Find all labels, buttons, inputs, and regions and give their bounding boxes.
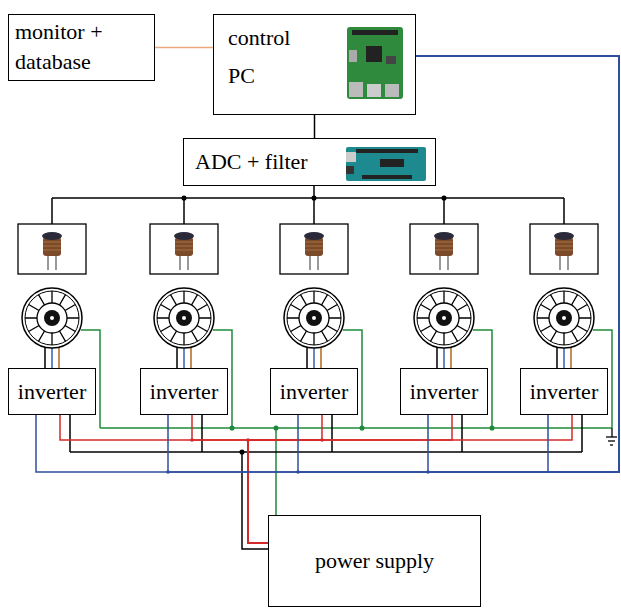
ground-symbol [606, 428, 617, 445]
supply-wire [60, 415, 268, 543]
junction-dot [426, 470, 430, 474]
arduino-picture [346, 147, 426, 181]
motor-symbol [22, 288, 82, 348]
motor-symbol [414, 288, 474, 348]
node-label: monitor + database [15, 17, 148, 77]
node-label: inverter [150, 379, 218, 405]
motor-symbol [154, 288, 214, 348]
control-wire [416, 56, 619, 472]
supply-wire [248, 415, 322, 543]
junction-dot [320, 438, 324, 442]
motor-symbol [284, 288, 344, 348]
power-supply-box: power supply [268, 515, 481, 607]
node-label: ADC + filter [195, 149, 308, 175]
inductor-symbol [150, 224, 218, 274]
inverter-box: inverter [520, 368, 608, 415]
inverter-box: inverter [400, 368, 488, 415]
node-label: power supply [315, 548, 434, 574]
control-pc-box: control PC [213, 14, 416, 115]
supply-wire [248, 415, 452, 543]
inductor-symbol [18, 224, 86, 274]
node-label: control PC [228, 19, 310, 95]
inverter-box: inverter [270, 368, 358, 415]
network-wire [155, 47, 213, 49]
inductor-symbol [530, 224, 598, 274]
inductor-symbol [280, 224, 348, 274]
control-wire [298, 56, 619, 472]
motor-symbol [534, 288, 594, 348]
adc-box: ADC + filter [183, 138, 436, 186]
inverter-box: inverter [8, 368, 96, 415]
earth-wires [81, 330, 612, 515]
node-label: inverter [530, 379, 598, 405]
junction-dot [296, 470, 300, 474]
inverter-box: inverter [140, 368, 228, 415]
data-wire [314, 115, 316, 138]
raspberry-pi-picture [347, 27, 403, 99]
junction-dot [246, 438, 250, 442]
node-label: inverter [18, 379, 86, 405]
node-label: inverter [410, 379, 478, 405]
sense-bus [52, 186, 564, 224]
control-wire [36, 56, 619, 472]
junction-dot [166, 470, 170, 474]
node-label: inverter [280, 379, 348, 405]
inductor-symbol [410, 224, 478, 274]
control-wire [168, 56, 619, 472]
junction-dot [190, 438, 194, 442]
supply-wire [192, 415, 268, 543]
monitor-box: monitor + database [8, 14, 155, 81]
control-wire [416, 56, 619, 472]
negative-bus [70, 415, 582, 549]
supply-wire [248, 415, 572, 543]
